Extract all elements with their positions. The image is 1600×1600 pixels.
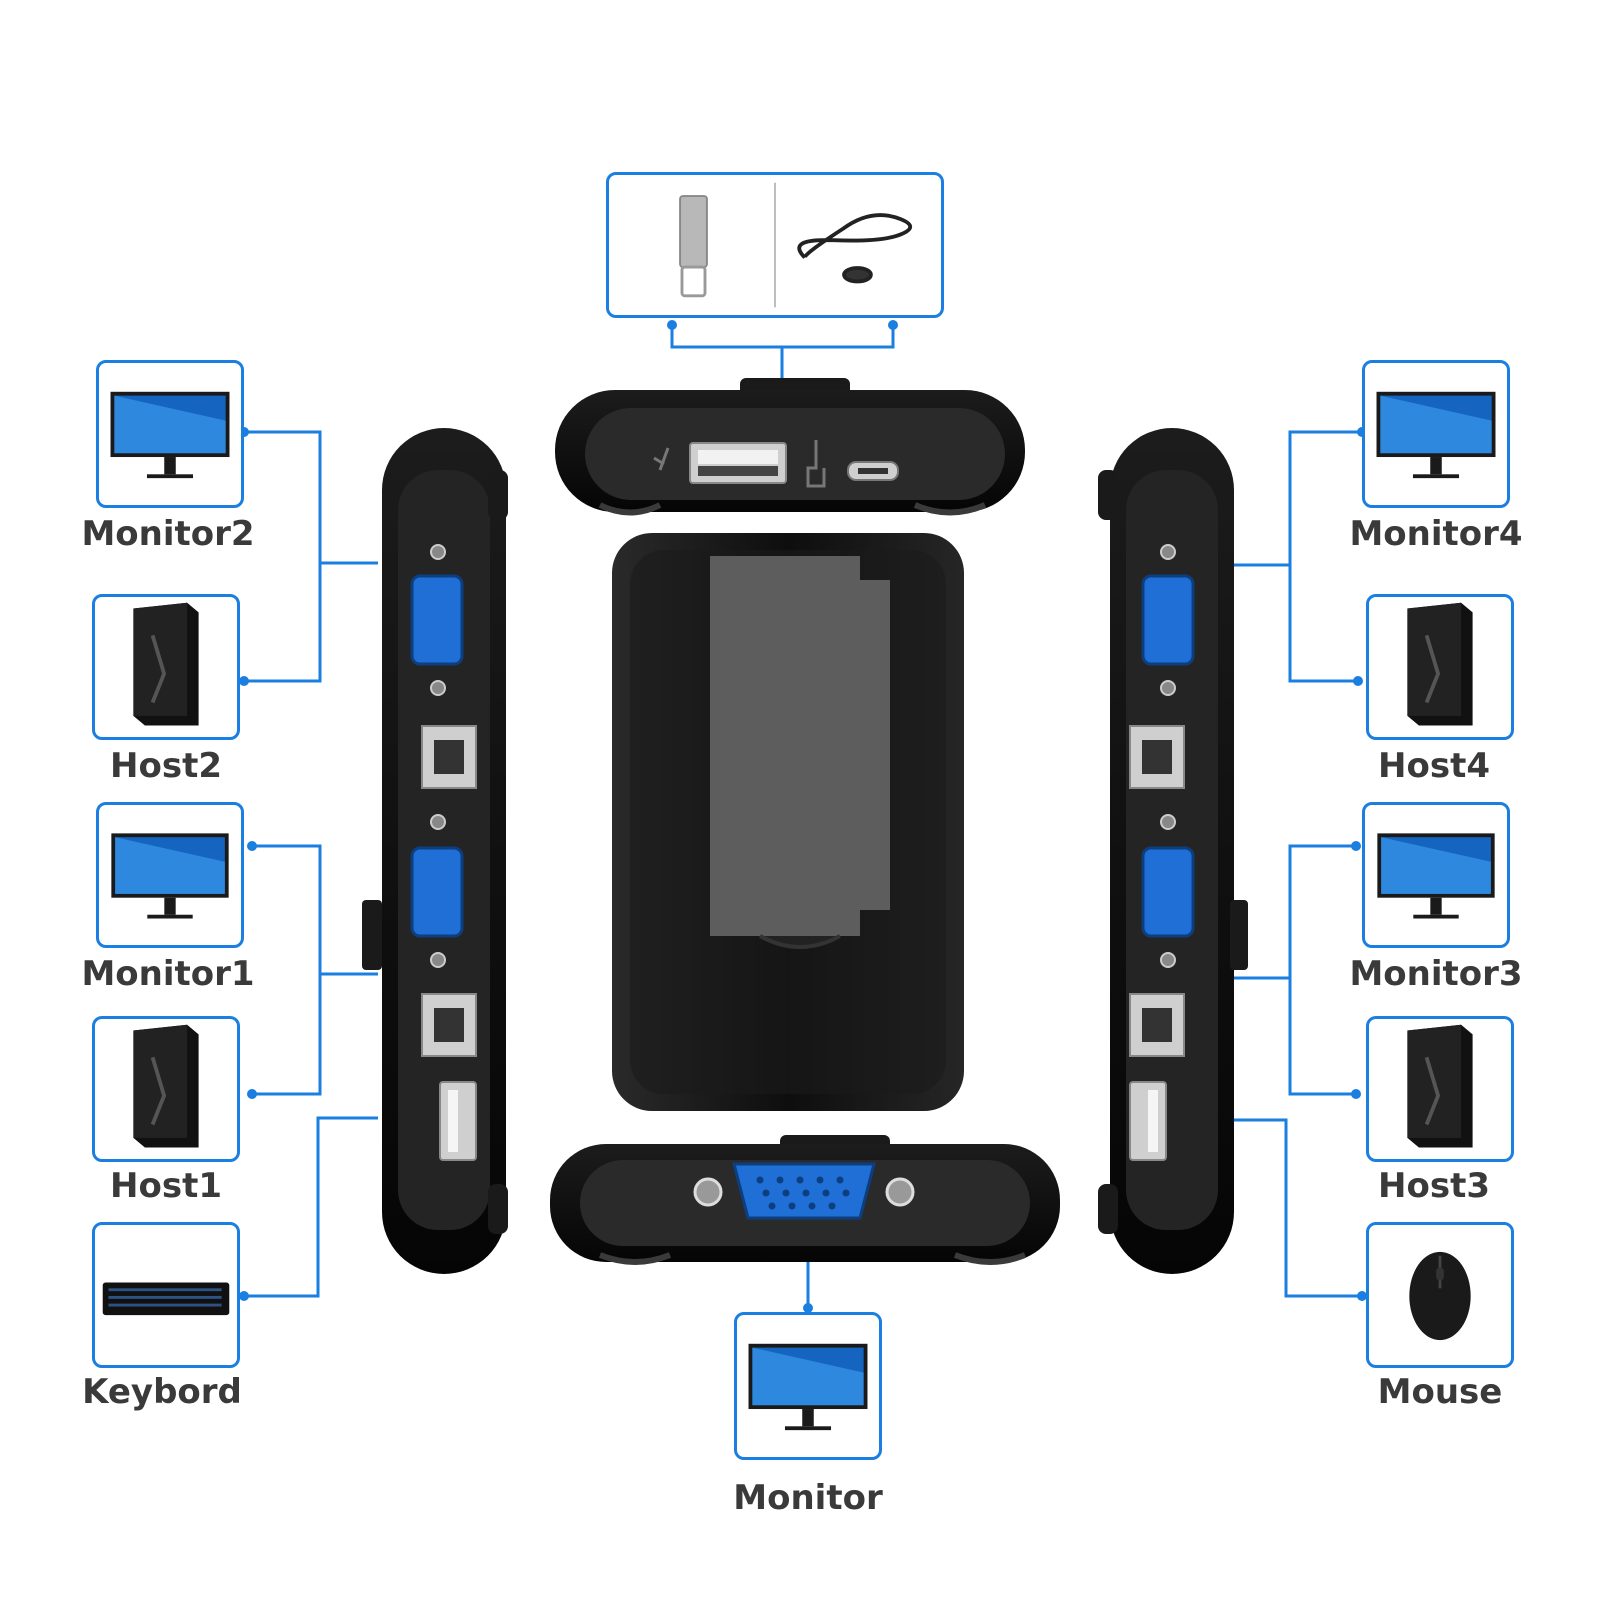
- label-panel: [710, 556, 860, 936]
- line-keyboard: [244, 1116, 378, 1298]
- pc-tower-icon: [133, 1024, 199, 1148]
- keyboard-icon: [102, 1282, 230, 1316]
- line-monitor1-host1: [252, 844, 322, 1096]
- pc-tower-icon: [1407, 602, 1473, 726]
- label-host2: Host2: [110, 746, 222, 786]
- monitor2-card: [96, 360, 244, 508]
- usb-drive-icon: [679, 195, 708, 298]
- keyboard-card: [92, 1222, 240, 1368]
- mouse-icon: [1409, 1251, 1471, 1341]
- mouse-card: [1366, 1222, 1514, 1368]
- monitor-icon: [111, 833, 229, 919]
- monitor-icon: [1377, 833, 1495, 919]
- device-right-side: [1098, 428, 1248, 1274]
- label-host1: Host1: [110, 1166, 222, 1206]
- line-accessories: [670, 325, 895, 349]
- label-monitor1: Monitor1: [81, 954, 255, 994]
- host3-card: [1366, 1016, 1514, 1162]
- line-monitor3-host3: [1288, 844, 1356, 1096]
- monitor3-card: [1362, 802, 1510, 948]
- host1-card: [92, 1016, 240, 1162]
- connector-lines: [244, 325, 1362, 1308]
- device-front: [612, 533, 964, 1111]
- label-monitor: Monitor: [733, 1478, 883, 1518]
- host4-card: [1366, 594, 1514, 740]
- accessories-card: [606, 172, 944, 318]
- monitor-card: [734, 1312, 882, 1460]
- label-host4: Host4: [1378, 746, 1490, 786]
- pc-tower-icon: [1407, 1024, 1473, 1148]
- monitor-icon: [110, 391, 230, 479]
- line-mouse: [1228, 1118, 1362, 1298]
- label-monitor2: Monitor2: [81, 514, 255, 554]
- line-monitor4-host4: [1288, 430, 1362, 683]
- remote-cable-icon: [797, 213, 913, 284]
- device-top-side: [555, 378, 1025, 516]
- monitor-icon: [748, 1343, 868, 1431]
- label-keyboard: Keybord: [82, 1372, 242, 1412]
- label-monitor4: Monitor4: [1349, 514, 1523, 554]
- label-host3: Host3: [1378, 1166, 1490, 1206]
- pc-tower-icon: [133, 602, 199, 726]
- host2-card: [92, 594, 240, 740]
- line-monitor2-host2: [244, 430, 322, 683]
- label-mouse: Mouse: [1377, 1372, 1503, 1412]
- device-bottom-side: [550, 1135, 1060, 1265]
- device-left-side: [362, 428, 508, 1274]
- monitor1-card: [96, 802, 244, 948]
- label-monitor3: Monitor3: [1349, 954, 1523, 994]
- monitor-icon: [1376, 391, 1496, 479]
- monitor4-card: [1362, 360, 1510, 508]
